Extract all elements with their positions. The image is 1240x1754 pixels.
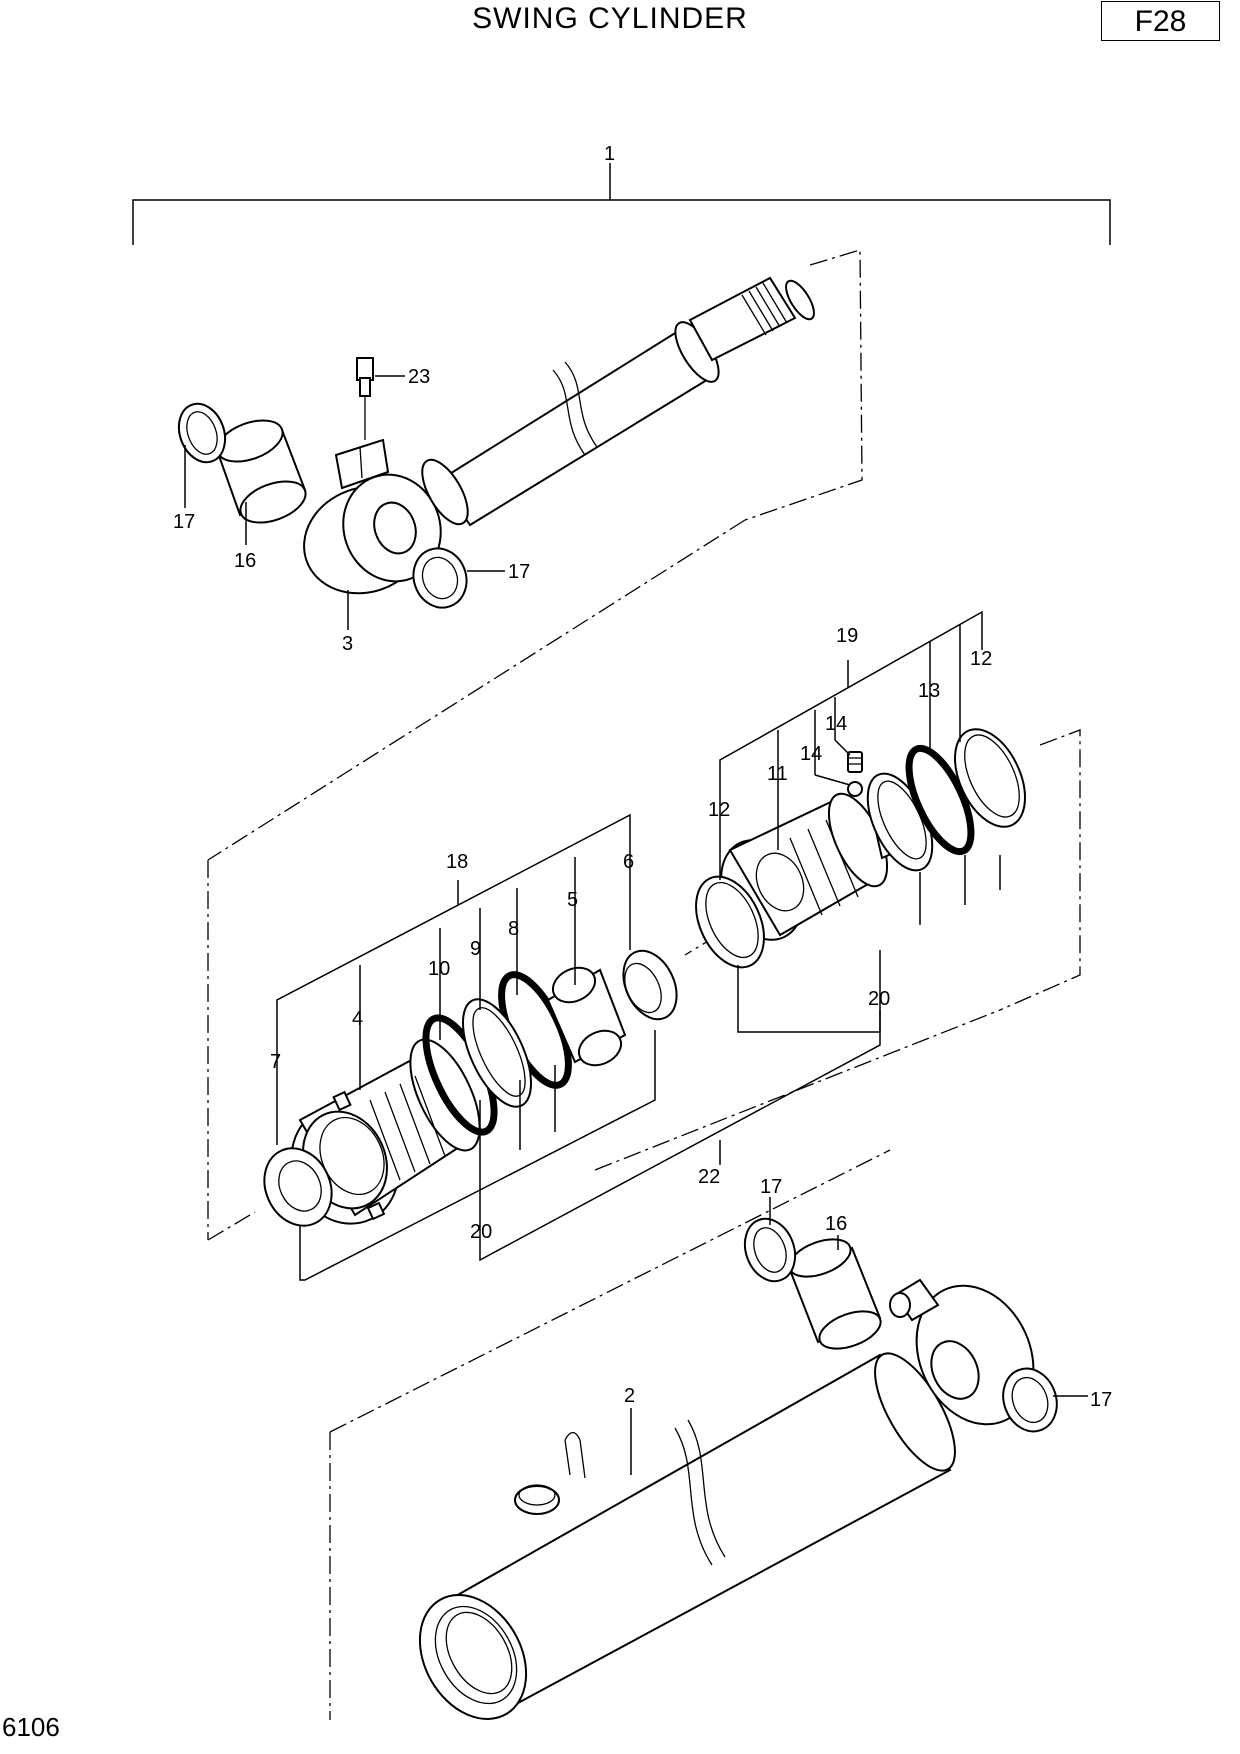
callout-2: 2	[624, 1385, 635, 1407]
callout-14: 14	[800, 743, 822, 765]
callout-15: 14	[825, 713, 847, 735]
page-title: SWING CYLINDER	[472, 2, 748, 35]
head-and-piston	[207, 728, 1081, 1241]
callout-3: 3	[342, 633, 353, 655]
callout-18: 18	[446, 851, 468, 873]
callout-22: 22	[698, 1166, 720, 1188]
callout-13: 13	[918, 680, 940, 702]
callout-17-bottom-left: 17	[760, 1176, 782, 1198]
callout-17-bottom-right: 17	[1090, 1389, 1112, 1411]
callout-12-right: 12	[970, 648, 992, 670]
callout-1: 1	[604, 143, 615, 165]
callout-20: 20	[470, 1221, 492, 1243]
callout-5: 5	[567, 889, 578, 911]
rod-assembly	[177, 249, 863, 861]
middle-brackets	[276, 610, 1001, 1281]
callout-16-top: 16	[234, 550, 256, 572]
callout-9: 9	[470, 938, 481, 960]
callout-labels: 1 23 17 16 17 3 19 12 14 13 14 11 12 18 …	[173, 143, 1112, 1411]
callout-19: 19	[836, 625, 858, 647]
callout-6: 6	[623, 851, 634, 873]
callout-11: 11	[767, 763, 788, 785]
callout-4: 4	[352, 1008, 363, 1030]
callout-21: 20	[868, 988, 890, 1010]
page-code-box: F28	[1101, 1, 1220, 41]
tube-assembly	[329, 1149, 1088, 1720]
callout-10: 10	[428, 958, 450, 980]
footer-code: 6106	[2, 1712, 60, 1742]
callout-8: 8	[508, 918, 519, 940]
callout-7: 7	[270, 1051, 281, 1073]
callout-12-left: 12	[708, 799, 730, 821]
callout-23: 23	[408, 366, 430, 388]
callout-17-top-left: 17	[173, 511, 195, 533]
callout-17-top-right: 17	[508, 561, 530, 583]
assembly-bracket	[132, 163, 1111, 245]
callout-16-bottom: 16	[825, 1213, 847, 1235]
